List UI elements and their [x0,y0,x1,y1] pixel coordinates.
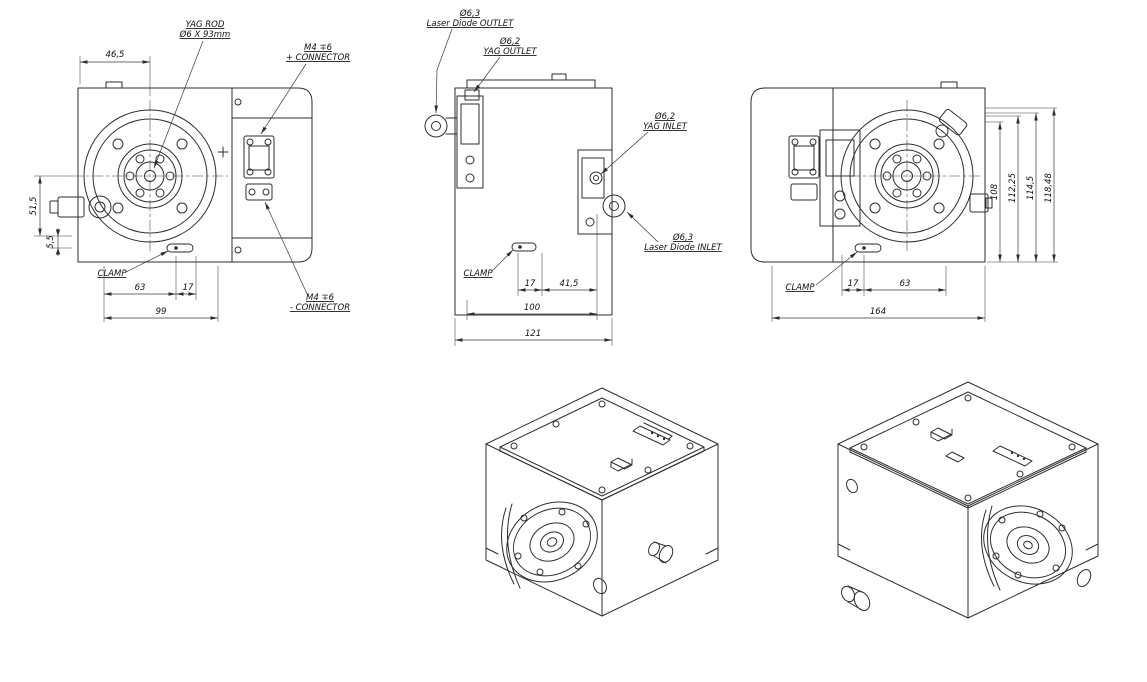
front-label-plus-connector-1: M4 ∓6 [304,43,333,53]
rear-dim-108: 108 [990,183,1000,200]
side-view: Ø6,3 Laser Diode OUTLET Ø6,2 YAG OUTLET … [424,8,723,346]
side-label-ld-inlet: Laser Diode INLET [644,243,722,253]
front-leader-clamp [125,250,169,273]
side-dim-17: 17 [525,279,536,289]
front-leader-plus-connector [260,63,307,135]
side-leader-clamp [491,249,514,272]
front-label-yag-rod: YAG ROD [186,20,225,30]
front-dim-51-5: 51,5 [29,197,39,216]
rear-dim-17: 17 [848,279,859,289]
side-label-yag-outlet-dia: Ø6,2 [499,36,520,47]
side-label-ld-inlet-dia: Ø6,3 [672,232,693,243]
side-leader-yag-inlet [600,131,649,175]
front-label-yag-rod-spec: Ø6 X 93mm [179,29,231,40]
side-label-yag-outlet: YAG OUTLET [483,47,537,57]
side-dim-121: 121 [525,329,541,339]
front-label-plus-connector-2: + CONNECTOR [286,53,350,63]
side-dim-41-5: 41,5 [560,279,579,289]
front-view-flange [71,99,229,255]
front-view: YAG ROD Ø6 X 93mm M4 ∓6 + CONNECTOR M4 ∓… [29,20,350,322]
rear-label-clamp: CLAMP [786,283,816,293]
rear-dim-112-25: 112,25 [1008,173,1018,203]
rear-dim-114-5: 114,5 [1026,176,1036,200]
rear-dim-118-48: 118,48 [1044,173,1054,203]
front-view-connector-block [217,98,275,254]
side-dim-100: 100 [524,303,540,313]
iso-view-right [837,381,1099,619]
side-label-yag-inlet-dia: Ø6,2 [654,111,675,122]
front-label-minus-connector-1: M4 ∓6 [306,293,335,303]
rear-dim-164: 164 [870,307,886,317]
front-view-body [49,81,313,263]
front-dim-46-5: 46,5 [106,50,125,60]
side-label-ld-outlet-dia: Ø6,3 [459,8,480,19]
side-leader-ld-outlet [434,28,453,114]
front-label-minus-connector-2: - CONNECTOR [290,303,350,313]
side-leader-yag-outlet [473,56,501,93]
front-view-clamp-slot [166,243,194,253]
rear-view: CLAMP 17 63 164 108 112,25 114,5 118,48 [750,81,1058,322]
front-leader-yag-rod [153,40,204,169]
side-label-yag-inlet: YAG INLET [643,122,688,132]
front-dim-63: 63 [135,283,146,293]
front-dim-5-5: 5,5 [46,235,56,249]
front-dim-17: 17 [183,283,194,293]
rear-leader-clamp [815,251,858,286]
front-label-clamp: CLAMP [98,269,128,279]
side-label-clamp: CLAMP [464,269,494,279]
iso-view-left [485,387,719,617]
rear-view-body [750,81,993,263]
side-leader-ld-inlet [626,211,659,243]
rear-dim-63: 63 [900,279,911,289]
side-view-body [424,73,626,316]
front-dim-99: 99 [156,307,167,317]
side-label-ld-outlet: Laser Diode OUTLET [427,19,514,29]
front-leader-minus-connector [264,201,309,297]
